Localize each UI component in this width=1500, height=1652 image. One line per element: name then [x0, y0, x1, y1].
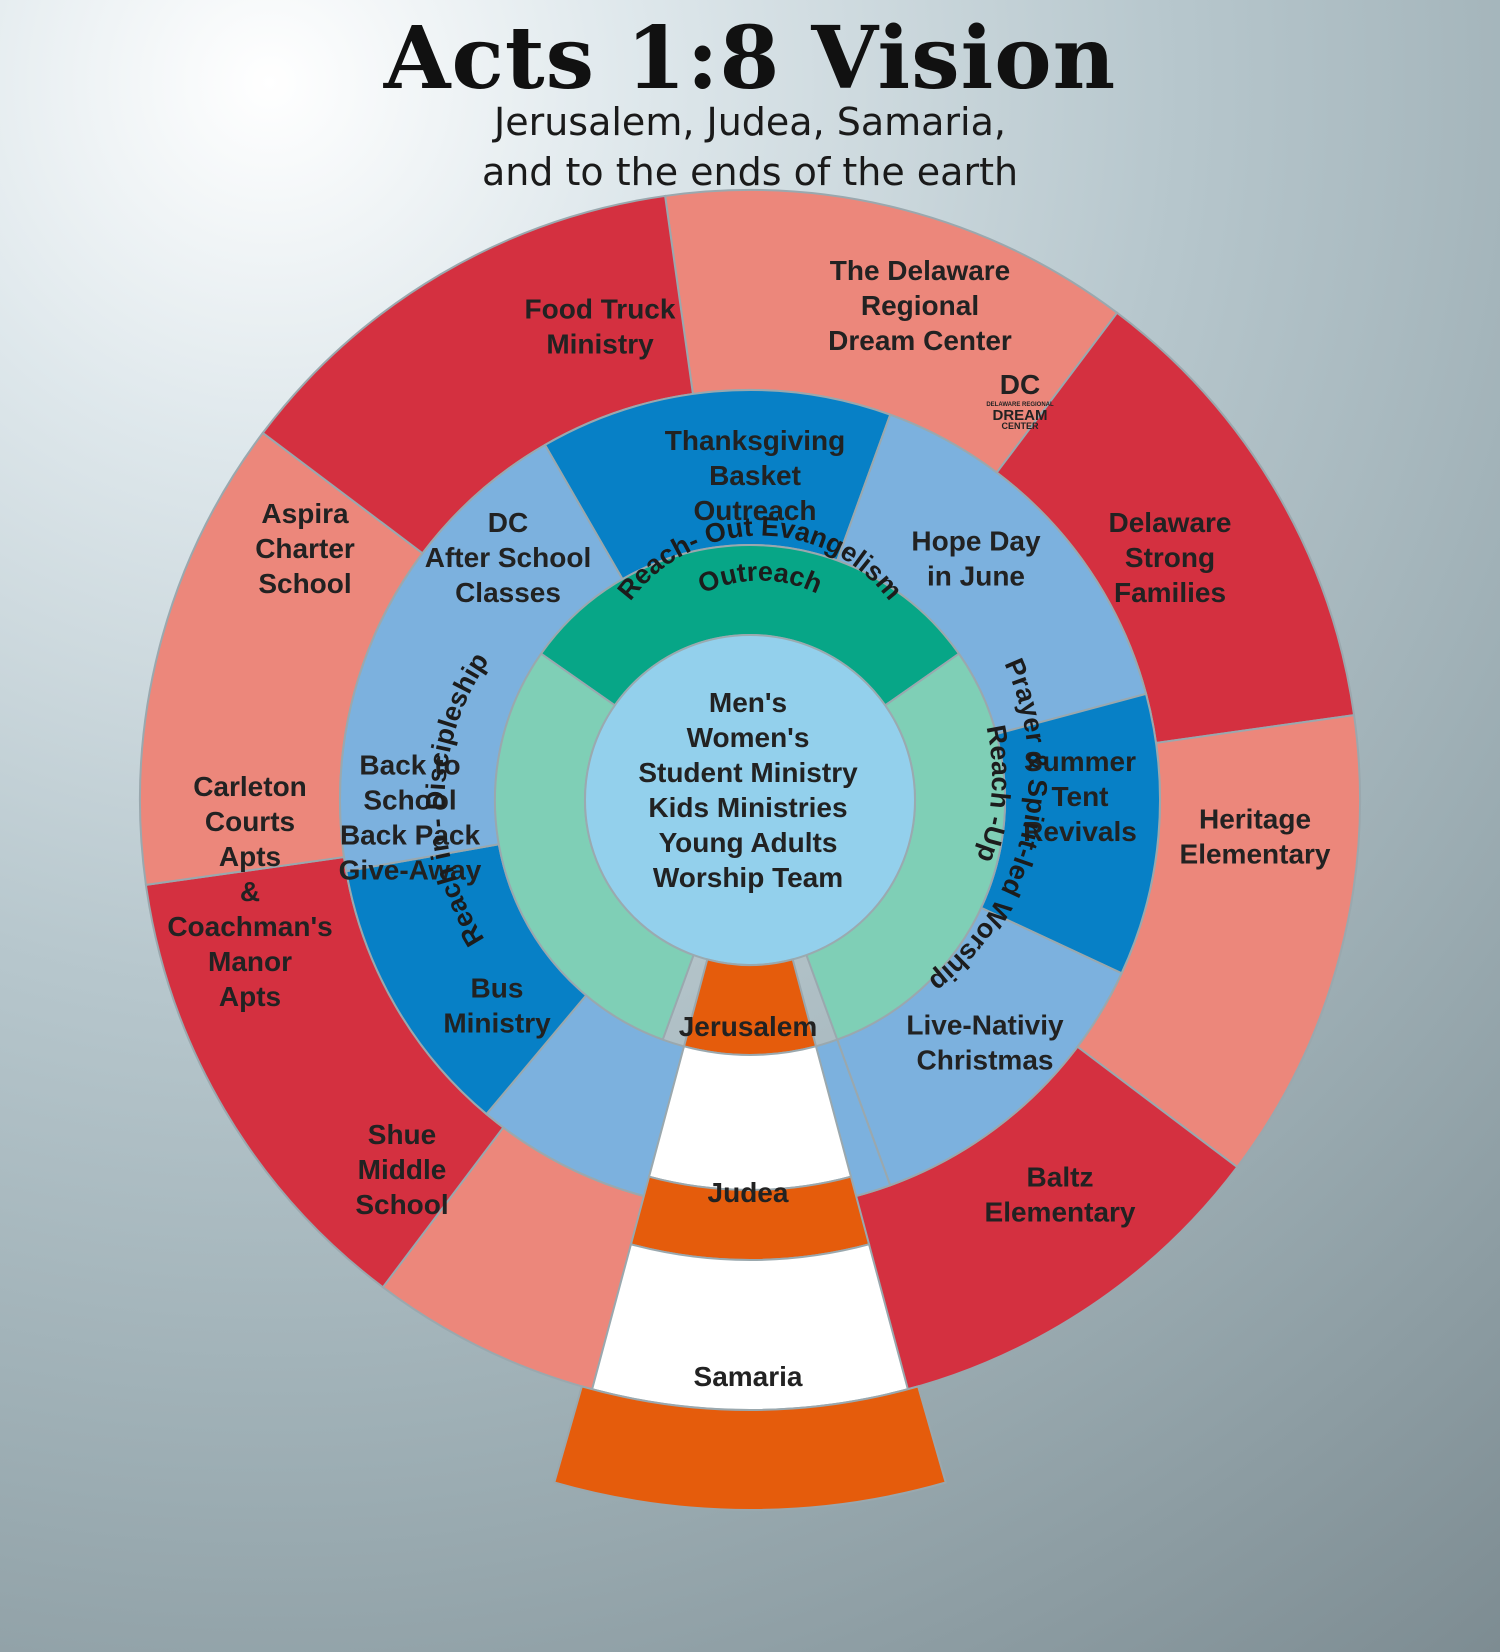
middle-label-line: Back Pack: [340, 819, 481, 850]
dream-center-logo: DC DELAWARE REGIONAL DREAM CENTER: [986, 369, 1054, 431]
center-label-line: Student Ministry: [638, 757, 858, 788]
middle-label-line: Live-Nativiy: [906, 1009, 1064, 1040]
middle-label-line: Revivals: [1023, 816, 1137, 847]
outer-label-line: Aspira: [261, 498, 349, 529]
outer-label-line: School: [258, 568, 351, 599]
middle-label-line: Thanksgiving: [665, 425, 845, 456]
outer-label-line: Food Truck: [525, 293, 676, 324]
outer-label-line: Shue: [368, 1119, 436, 1150]
logo-big-text: DREAM: [993, 407, 1048, 424]
inner-ring: [494, 544, 1006, 1041]
center-label-line: Women's: [687, 722, 810, 753]
outer-label-line: Carleton: [193, 771, 307, 802]
outer-label-line: Elementary: [985, 1196, 1136, 1227]
outer-label-line: Courts: [205, 806, 295, 837]
outer-label-line: Charter: [255, 533, 355, 564]
middle-label-line: Back to: [359, 749, 460, 780]
outer-label-line: Coachman's: [167, 911, 332, 942]
outer-label-line: Apts: [219, 981, 281, 1012]
middle-label-line: DC: [488, 507, 528, 538]
outer-label-line: Dream Center: [828, 325, 1012, 356]
center-label-line: Young Adults: [659, 827, 838, 858]
middle-label-line: Hope Day: [911, 525, 1041, 556]
middle-label-line: in June: [927, 560, 1025, 591]
middle-label-line: Ministry: [443, 1007, 551, 1038]
outer-label-line: Delaware: [1109, 507, 1232, 538]
subtitle-line-2: and to the ends of the earth: [481, 150, 1019, 194]
center-label-line: Men's: [709, 687, 787, 718]
center-label-line: Worship Team: [653, 862, 843, 893]
middle-label-line: Christmas: [917, 1044, 1054, 1075]
outer-label-line: Middle: [358, 1154, 447, 1185]
outer-label-line: Apts: [219, 841, 281, 872]
outer-label-line: Heritage: [1199, 803, 1311, 834]
outer-label-line: Strong: [1125, 542, 1215, 573]
outer-label-line: Manor: [208, 946, 292, 977]
outer-label-line: &: [240, 876, 260, 907]
middle-label-line: Classes: [455, 577, 561, 608]
middle-label-line: After School: [425, 542, 591, 573]
page-title: Acts 1:8 Vision: [383, 8, 1117, 109]
outer-ring: [139, 189, 1361, 1411]
logo-sub-text: CENTER: [1001, 421, 1039, 431]
band-label: Jerusalem: [679, 1011, 818, 1042]
middle-label: Hope Day in June: [911, 525, 1041, 591]
logo-small-text: DELAWARE REGIONAL: [986, 402, 1054, 408]
band-spacer: [647, 1045, 853, 1191]
outer-label-line: Elementary: [1180, 838, 1331, 869]
middle-label-line: Bus: [471, 972, 524, 1003]
outer-label-line: Baltz: [1027, 1161, 1094, 1192]
logo-initials: DC: [1000, 369, 1040, 400]
middle-label-line: Outreach: [694, 495, 817, 526]
subtitle-line-1: Jerusalem, Judea, Samaria,: [494, 100, 1006, 144]
band-label: Samaria: [694, 1361, 803, 1392]
middle-label-line: School: [363, 784, 456, 815]
middle-label-line: Give-Away: [339, 854, 482, 885]
outer-label-line: Regional: [861, 290, 979, 321]
band-4: [553, 1385, 947, 1512]
outer-label-line: Ministry: [546, 328, 654, 359]
outer-label-line: School: [355, 1189, 448, 1220]
middle-label-line: Tent: [1051, 781, 1108, 812]
center-label-line: Kids Ministries: [648, 792, 847, 823]
outer-label-line: Families: [1114, 577, 1226, 608]
outer-label-line: The Delaware: [830, 255, 1011, 286]
middle-label-line: Summer: [1024, 746, 1136, 777]
bottom-bands: [553, 958, 947, 1512]
band-label: Judea: [708, 1177, 789, 1208]
middle-label-line: Basket: [709, 460, 801, 491]
